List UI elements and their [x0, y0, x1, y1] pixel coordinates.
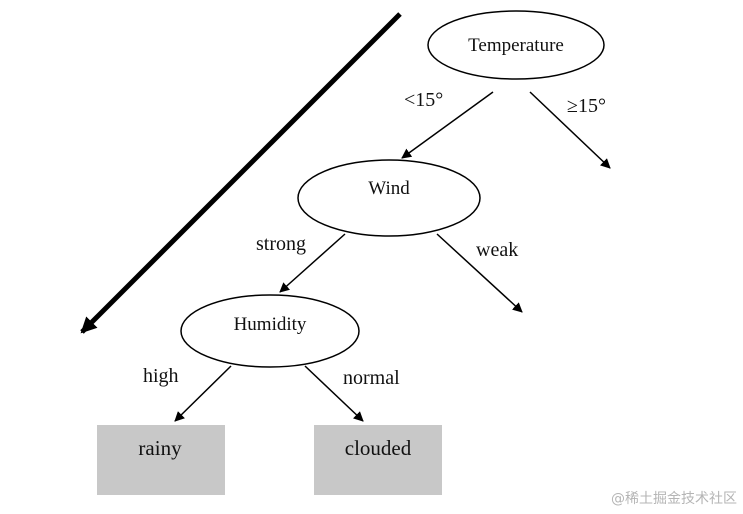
edge-temp-high: [529, 91, 611, 169]
edge-temp-low: [401, 91, 494, 159]
leaf-clouded-label: clouded: [345, 436, 412, 460]
edge-label-wind-weak: weak: [476, 239, 518, 261]
edge-label-temp-low: <15°: [404, 89, 443, 111]
node-temperature: Temperature: [427, 10, 605, 80]
leaf-clouded: clouded: [314, 425, 442, 495]
edge-wind-weak: [436, 233, 523, 313]
leaf-rainy-label: rainy: [138, 436, 182, 460]
edge-humidity-normal: [304, 365, 364, 422]
edge-label-temp-high: ≥15°: [567, 95, 606, 117]
edge-label-humidity-high: high: [143, 365, 179, 387]
edge-wind-strong: [279, 233, 346, 293]
node-humidity-shape: [180, 294, 360, 368]
watermark: @稀土掘金技术社区: [611, 491, 737, 507]
descent-arrow: [80, 12, 402, 334]
edge-humidity-high: [174, 365, 232, 422]
edge-label-humidity-normal: normal: [343, 367, 400, 389]
leaf-rainy-box: [97, 425, 225, 495]
node-wind-shape: [297, 159, 481, 237]
edge-label-wind-strong: strong: [256, 233, 306, 255]
node-humidity-label: Humidity: [234, 314, 307, 335]
node-temperature-label: Temperature: [468, 35, 564, 56]
node-temperature-shape: [427, 10, 605, 80]
node-wind: Wind: [297, 159, 481, 237]
node-wind-label: Wind: [368, 178, 410, 199]
leaf-rainy: rainy: [97, 425, 225, 495]
leaf-clouded-box: [314, 425, 442, 495]
node-humidity: Humidity: [180, 294, 360, 368]
